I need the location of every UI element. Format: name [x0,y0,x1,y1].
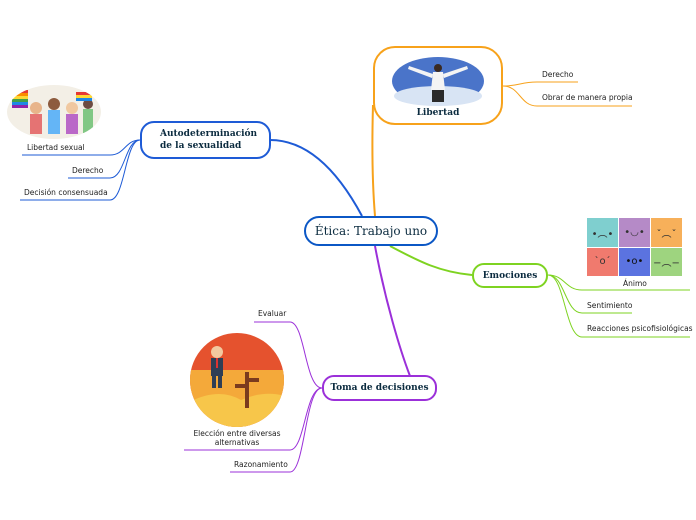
connector-libertad [371,104,376,217]
connector-libertad-obrar [502,85,632,107]
connector-auto-derecho [68,139,141,179]
connector-toma-evaluar [254,321,323,389]
emotion-faces-image: •︵• •◡• ˇ︵ˇ ˋoˊ •o• −︵− [587,218,682,276]
toma-child-razonamiento: Razonamiento [234,460,288,469]
libertad-title: Libertad [416,107,460,118]
emociones-child-sentimiento: Sentimiento [587,301,633,310]
connector-emociones-animo [547,274,690,291]
connector-auto-libertad [22,139,141,156]
central-topic[interactable]: Ética: Trabajo uno [304,216,438,246]
connector-libertad-derecho [502,81,578,87]
pride-crowd-image [7,85,101,139]
toma-child-evaluar: Evaluar [258,309,287,318]
decision-crossroads-image [190,333,284,427]
connector-toma-razonamiento [230,387,323,473]
libertad-node[interactable]: Libertad [373,46,503,125]
connector-autodeterminacion [269,139,363,217]
face-happy-icon: •◡• [619,218,650,247]
emociones-child-animo: Ánimo [623,279,647,288]
autodeterminacion-node[interactable]: Autodeterminación de la sexualidad [140,121,271,159]
connector-emociones-sentimiento [547,274,632,314]
toma-node[interactable]: Toma de decisiones [322,375,437,401]
auto-child-derecho: Derecho [72,166,104,175]
connector-emociones [389,245,473,276]
central-topic-label: Ética: Trabajo uno [314,224,428,238]
autodeterminacion-title-line1: Autodeterminación [160,129,258,139]
autodeterminacion-title-line2: de la sexualidad [160,141,242,151]
libertad-child-derecho: Derecho [542,70,574,79]
auto-child-decision: Decisión consensuada [24,188,108,197]
libertad-child-obrar: Obrar de manera propia [542,93,633,102]
toma-child-eleccion: Elección entre diversas alternativas [193,429,281,447]
toma-title: Toma de decisiones [330,383,429,393]
face-angry-icon: ˋoˊ [587,247,618,276]
emociones-child-reacciones: Reacciones psicofisiológicas [587,324,693,333]
connector-emociones-reacciones [547,274,690,338]
emociones-node[interactable]: Emociones [472,263,548,288]
face-sad-icon: •︵• [587,218,618,247]
connector-toma [374,245,411,377]
emociones-title: Emociones [482,270,538,281]
freedom-man-image [392,56,484,106]
auto-child-libertad-sexual: Libertad sexual [27,143,85,152]
face-worried-icon: ˇ︵ˇ [651,218,682,247]
face-calm-icon: −︵− [651,247,682,276]
connector-auto-decision [20,139,141,201]
face-surprised-icon: •o• [619,247,650,276]
